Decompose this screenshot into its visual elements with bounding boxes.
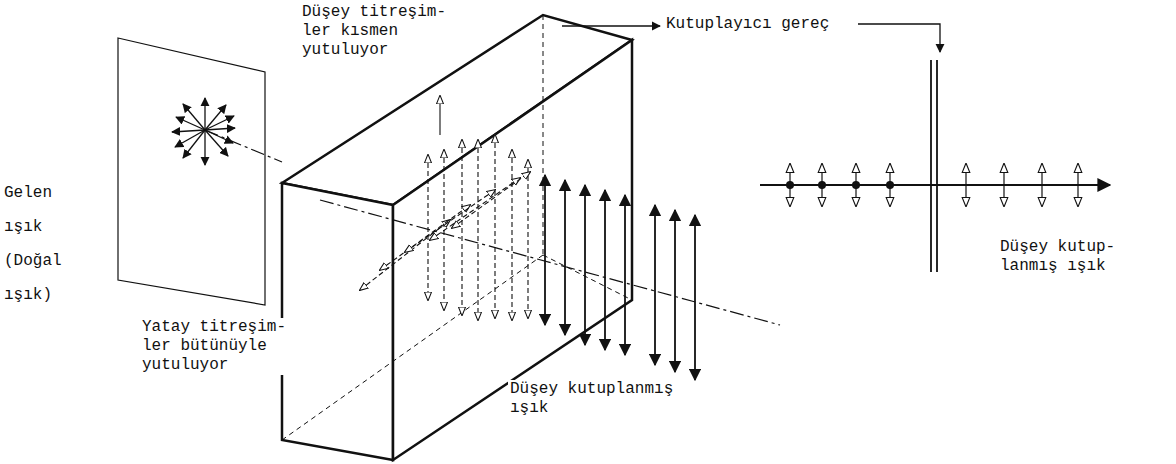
optical-axis	[320, 200, 780, 325]
perpendicular-vibration-dots	[786, 181, 894, 189]
leader-line	[562, 25, 660, 26]
vibration-note: Yatay titreşim- ler bütünüyle yutuluyor	[140, 318, 294, 375]
partly-absorbed-vertical	[428, 135, 528, 320]
screen	[118, 38, 265, 305]
vibration-arrows	[790, 164, 1078, 206]
light-source-label: Gelen ışık (Doğal ışık)	[2, 176, 78, 312]
leader-line	[855, 24, 940, 52]
natural-light-star	[172, 98, 235, 165]
polarizer-plate	[931, 60, 937, 272]
absorbed-horizontal	[360, 172, 530, 290]
light-label: Düşey kutup- lanmış ışık	[998, 238, 1130, 276]
vibration-note: Düşey titreşim- ler kısmen yutuluyor	[300, 3, 454, 60]
light-ray	[760, 184, 1110, 186]
light-label: Düşey kutuplanmış ışık	[508, 380, 684, 418]
vertical-polarized-light	[545, 175, 695, 380]
part-name: Kutuplayıcı gereç	[664, 15, 858, 34]
